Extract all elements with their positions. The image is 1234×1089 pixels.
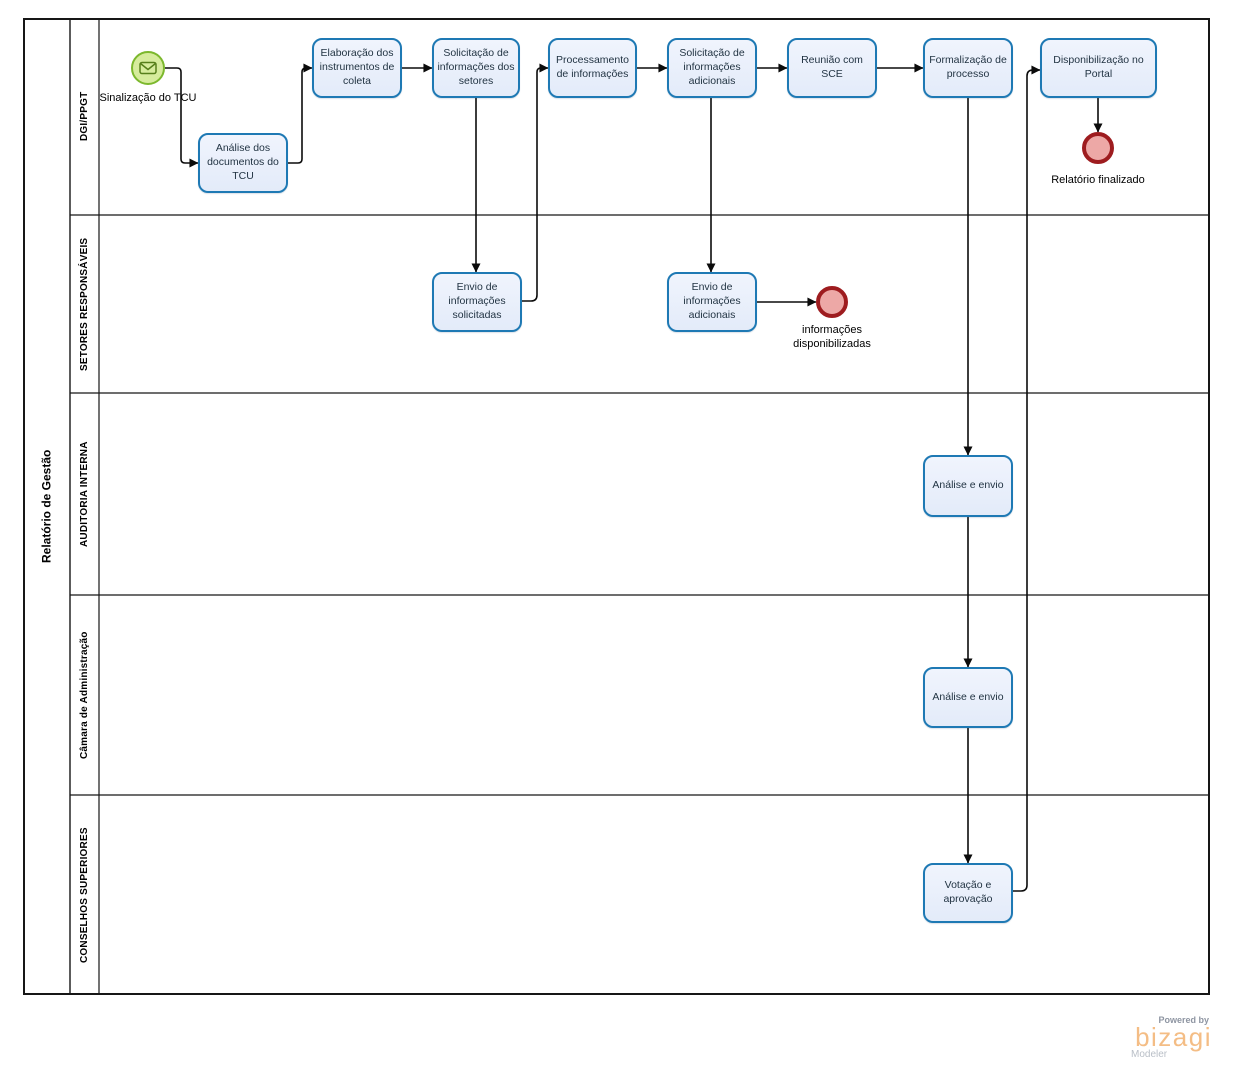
bizagi-logo: Powered by bizagi Modeler <box>1124 1015 1212 1060</box>
message-start-event[interactable] <box>131 51 165 85</box>
sequence-flow <box>1013 65 1041 892</box>
pool-title: Relatório de Gestão <box>39 449 54 564</box>
lane-label-setores-responsaveis: SETORES RESPONSÁVEIS <box>79 237 90 371</box>
task-disponibilizacao-portal[interactable]: Disponibilização no Portal <box>1040 38 1157 98</box>
sequence-flow <box>165 67 199 168</box>
task-envio-informacoes-adicionais[interactable]: Envio de informações adicionais <box>667 272 757 332</box>
sequence-flow <box>522 63 549 302</box>
modeler-text: Modeler <box>1131 1048 1168 1060</box>
end-event-informacoes-disponibilizadas[interactable] <box>816 286 848 318</box>
end-event-relatorio-finalizado[interactable] <box>1082 132 1114 164</box>
start-event-label: Sinalização do TCU <box>99 92 197 104</box>
lane-label-dgi-ppgt: DGI/PPGT <box>79 91 90 142</box>
lane-label-camara-administracao: Câmara de Administração <box>79 631 90 759</box>
task-analise-documentos-tcu[interactable]: Análise dos documentos do TCU <box>198 133 288 193</box>
task-formalizacao-processo[interactable]: Formalização de processo <box>923 38 1013 98</box>
task-processamento-informacoes[interactable]: Processamento de informações <box>548 38 637 98</box>
task-analise-envio-camara[interactable]: Análise e envio <box>923 667 1013 728</box>
task-elaboracao-instrumentos-coleta[interactable]: Elaboração dos instrumentos de coleta <box>312 38 402 98</box>
task-solicitacao-informacoes-adicionais[interactable]: Solicitação de informações adicionais <box>667 38 757 98</box>
sequence-flow <box>288 63 313 164</box>
lane-label-conselhos-superiores: CONSELHOS SUPERIORES <box>79 827 90 963</box>
message-envelope-icon <box>139 61 157 75</box>
task-solicitacao-informacoes-setores[interactable]: Solicitação de informações dos setores <box>432 38 520 98</box>
task-reuniao-com-sce[interactable]: Reunião com SCE <box>787 38 877 98</box>
task-votacao-aprovacao[interactable]: Votação e aprovação <box>923 863 1013 923</box>
bizagi-wordmark: bizagi <box>1135 1022 1212 1052</box>
lane-label-auditoria-interna: AUDITORIA INTERNA <box>79 441 90 547</box>
powered-by-text: Powered by <box>1158 1015 1209 1025</box>
task-analise-envio-auditoria[interactable]: Análise e envio <box>923 455 1013 517</box>
end-event-label-relatorio: Relatório finalizado <box>1051 174 1145 186</box>
task-envio-informacoes-solicitadas[interactable]: Envio de informações solicitadas <box>432 272 522 332</box>
end-event-label-informacoes: informações disponibilizadas <box>793 324 871 350</box>
